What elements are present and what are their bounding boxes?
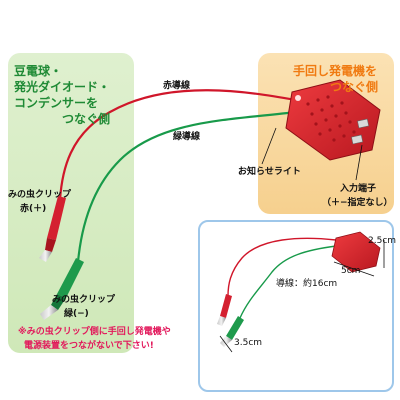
input-terminal-top [357, 118, 370, 129]
input-terminal-label: 入力端子 [340, 184, 377, 194]
left-panel-title-line1: 豆電球・ [14, 64, 63, 78]
inset-clip-length: 3.5cm [234, 338, 263, 348]
warning-line1: ※みの虫クリップ側に手回し発電機や [18, 327, 171, 337]
inset-wire-length: 導線：約16cm [276, 279, 338, 289]
input-terminal-bottom [351, 134, 364, 145]
inset-product [217, 231, 385, 353]
green-wire-label: 緑導線 [173, 132, 201, 142]
red-wire [58, 89, 297, 201]
warning-line2: 電源装置をつながないで下さい! [24, 341, 154, 351]
left-panel-title-line3: コンデンサーを [14, 96, 99, 110]
red-clip-sign: 赤(＋) [20, 204, 47, 214]
right-panel-title-line1: 手回し発電機を [293, 64, 378, 78]
inset-box-width: 5cm [341, 266, 361, 276]
device-box [285, 79, 381, 161]
notify-light-label: お知らせライト [238, 167, 301, 177]
notify-light-leader [261, 127, 277, 165]
green-wire [76, 110, 297, 263]
right-panel-title-line2: つなぐ側 [330, 80, 379, 94]
green-clip-label: みの虫クリップ [52, 295, 116, 305]
red-clip-label: みの虫クリップ [8, 190, 72, 200]
device-holes [306, 95, 356, 142]
red-wire-label: 赤導線 [163, 81, 191, 91]
input-terminal-leader [355, 144, 363, 181]
left-panel-title-line4: つなぐ側 [62, 112, 111, 126]
green-clip-sign: 緑(−) [64, 309, 89, 319]
green-clip [40, 258, 84, 320]
left-panel-background [8, 53, 134, 353]
notify-light-led [295, 95, 301, 101]
left-panel-title-line2: 発光ダイオード・ [14, 80, 111, 94]
input-terminal-note: （＋−指定なし） [322, 198, 393, 208]
inset-box-height: 2.5cm [368, 236, 397, 246]
red-clip [39, 196, 66, 262]
